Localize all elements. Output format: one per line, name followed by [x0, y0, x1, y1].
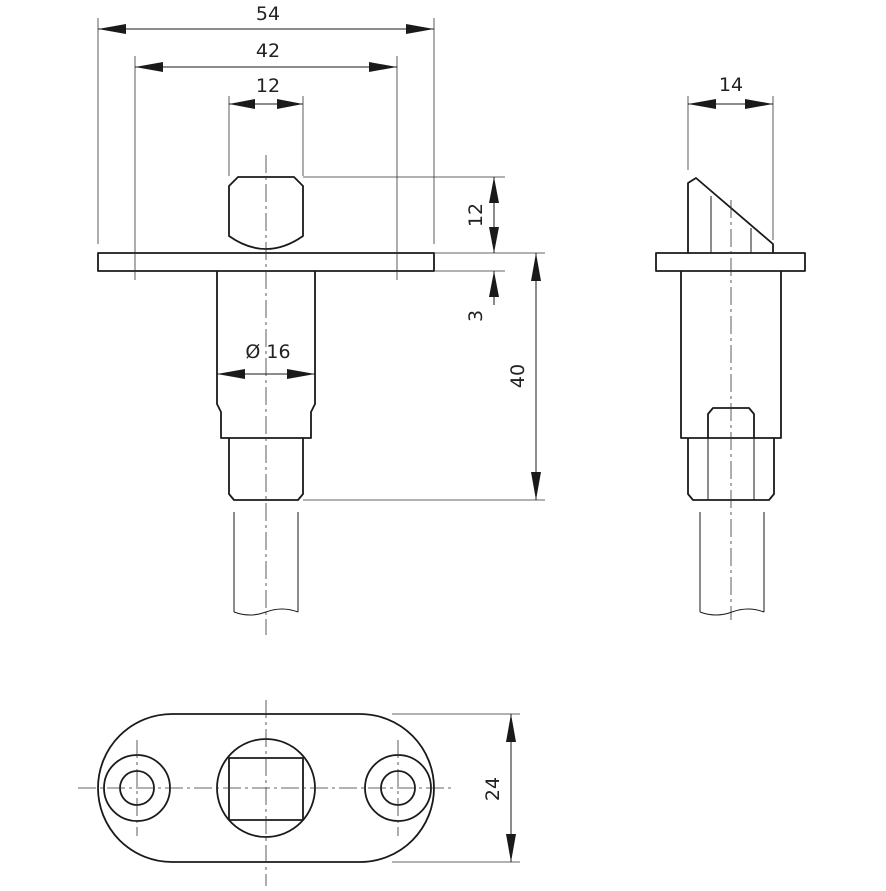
dim-label-24: 24	[482, 777, 504, 801]
latch-wedge	[687, 177, 774, 253]
dim-label-40: 40	[507, 364, 529, 388]
dim-hole-spacing: 42	[135, 40, 397, 72]
side-view	[655, 177, 806, 620]
shank	[228, 438, 304, 501]
front-extension-lines	[97, 18, 545, 501]
bottom-view	[78, 700, 455, 886]
dim-width-total: 54	[98, 3, 434, 34]
dim-label-14: 14	[719, 74, 743, 96]
dim-label-54: 54	[256, 3, 280, 25]
base-plate	[97, 713, 435, 863]
latch-bolt	[228, 176, 304, 250]
dim-base-height: 24	[392, 713, 520, 863]
dim-body-length: 40	[507, 253, 541, 500]
dim-body-diameter: Ø 16	[217, 341, 315, 379]
dim-flange-thickness: 3	[465, 271, 499, 322]
dim-label-42: 42	[256, 40, 280, 62]
dim-bolt-width: 12	[229, 75, 303, 109]
dim-label-3: 3	[465, 310, 487, 322]
dim-side-width: 14	[687, 74, 774, 240]
dim-label-diameter: Ø 16	[245, 341, 290, 363]
front-view	[97, 155, 435, 635]
dim-label-12-width: 12	[256, 75, 280, 97]
side-flange	[655, 252, 806, 272]
dim-label-12-height: 12	[465, 203, 487, 227]
dim-bolt-height: 12	[465, 177, 499, 253]
